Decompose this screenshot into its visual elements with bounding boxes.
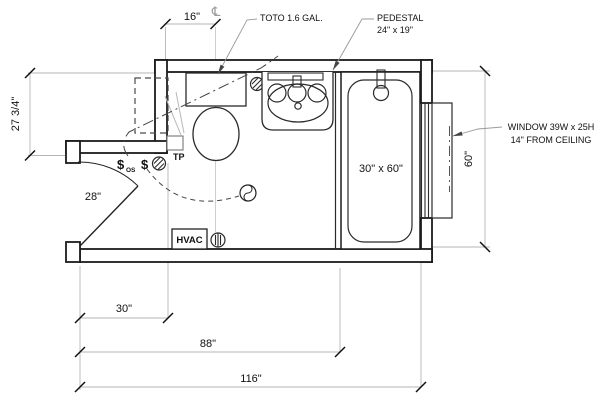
entry-door: [77, 161, 139, 247]
dim-16: 16": [184, 11, 200, 23]
toilet-tank: [185, 72, 247, 107]
switch-symbol: $: [141, 157, 149, 172]
annotations: TOTO 1.6 GAL. PEDESTAL 24" x 19" WINDOW …: [217, 13, 595, 145]
toilet: [164, 72, 265, 162]
window: [420, 102, 453, 219]
sink-drain: [294, 102, 302, 110]
exhaust-fan-icon: [239, 184, 257, 202]
dimensions: 16" ℄ 27 3/4" 28" 60" 30" 88" 116": [10, 5, 491, 393]
pedestal-sink: [261, 72, 334, 131]
dim-30: 30": [116, 303, 132, 315]
pedestal-leader: [332, 18, 374, 71]
dim-27-34: 27 3/4": [10, 97, 22, 132]
sink-faucet: [287, 83, 307, 103]
window-label-line2: 14" FROM CEILING: [511, 135, 592, 145]
dim-88: 88": [200, 338, 216, 350]
switch-wire-to-light: [123, 55, 279, 157]
tp-label: TP: [173, 152, 185, 162]
dim-28: 28": [85, 191, 101, 203]
sink-handle-right: [307, 83, 327, 103]
switch-os-suffix: OS: [126, 167, 136, 174]
door-jamb-bottom: [65, 241, 81, 263]
junction-icon: [151, 156, 167, 171]
toilet-label: TOTO 1.6 GAL.: [260, 13, 323, 23]
dim-116: 116": [240, 373, 262, 385]
tub-faucet: [376, 69, 386, 89]
toilet-leader: [217, 18, 258, 75]
floor-register-icon: [210, 232, 226, 248]
dim-60: 60": [463, 151, 475, 167]
sink-handle-left: [267, 83, 287, 103]
toilet-bowl: [192, 106, 240, 162]
tub-size-label: 30" x 60": [359, 163, 403, 175]
pedestal-label-line1: PEDESTAL: [377, 13, 423, 23]
door-swing-arc: [77, 161, 139, 187]
tp-holder: TP: [166, 135, 185, 162]
centerline-symbol: ℄: [211, 5, 221, 20]
window-leader: [452, 126, 503, 137]
electrical: $ OS $: [117, 55, 279, 202]
switch-os-symbol: $: [117, 157, 125, 172]
hvac-label: HVAC: [176, 235, 202, 246]
window-label-line1: WINDOW 39W x 25H: [508, 122, 595, 132]
door-jamb-top: [65, 140, 81, 164]
switch-wire-to-fan: [146, 168, 240, 202]
bathtub: 30" x 60": [334, 69, 421, 250]
overhead-cabinet-dashed: [134, 77, 169, 134]
pedestal-label-line2: 24" x 19": [377, 25, 413, 35]
hvac-unit: HVAC: [171, 228, 226, 250]
tub-drain: [372, 84, 390, 102]
